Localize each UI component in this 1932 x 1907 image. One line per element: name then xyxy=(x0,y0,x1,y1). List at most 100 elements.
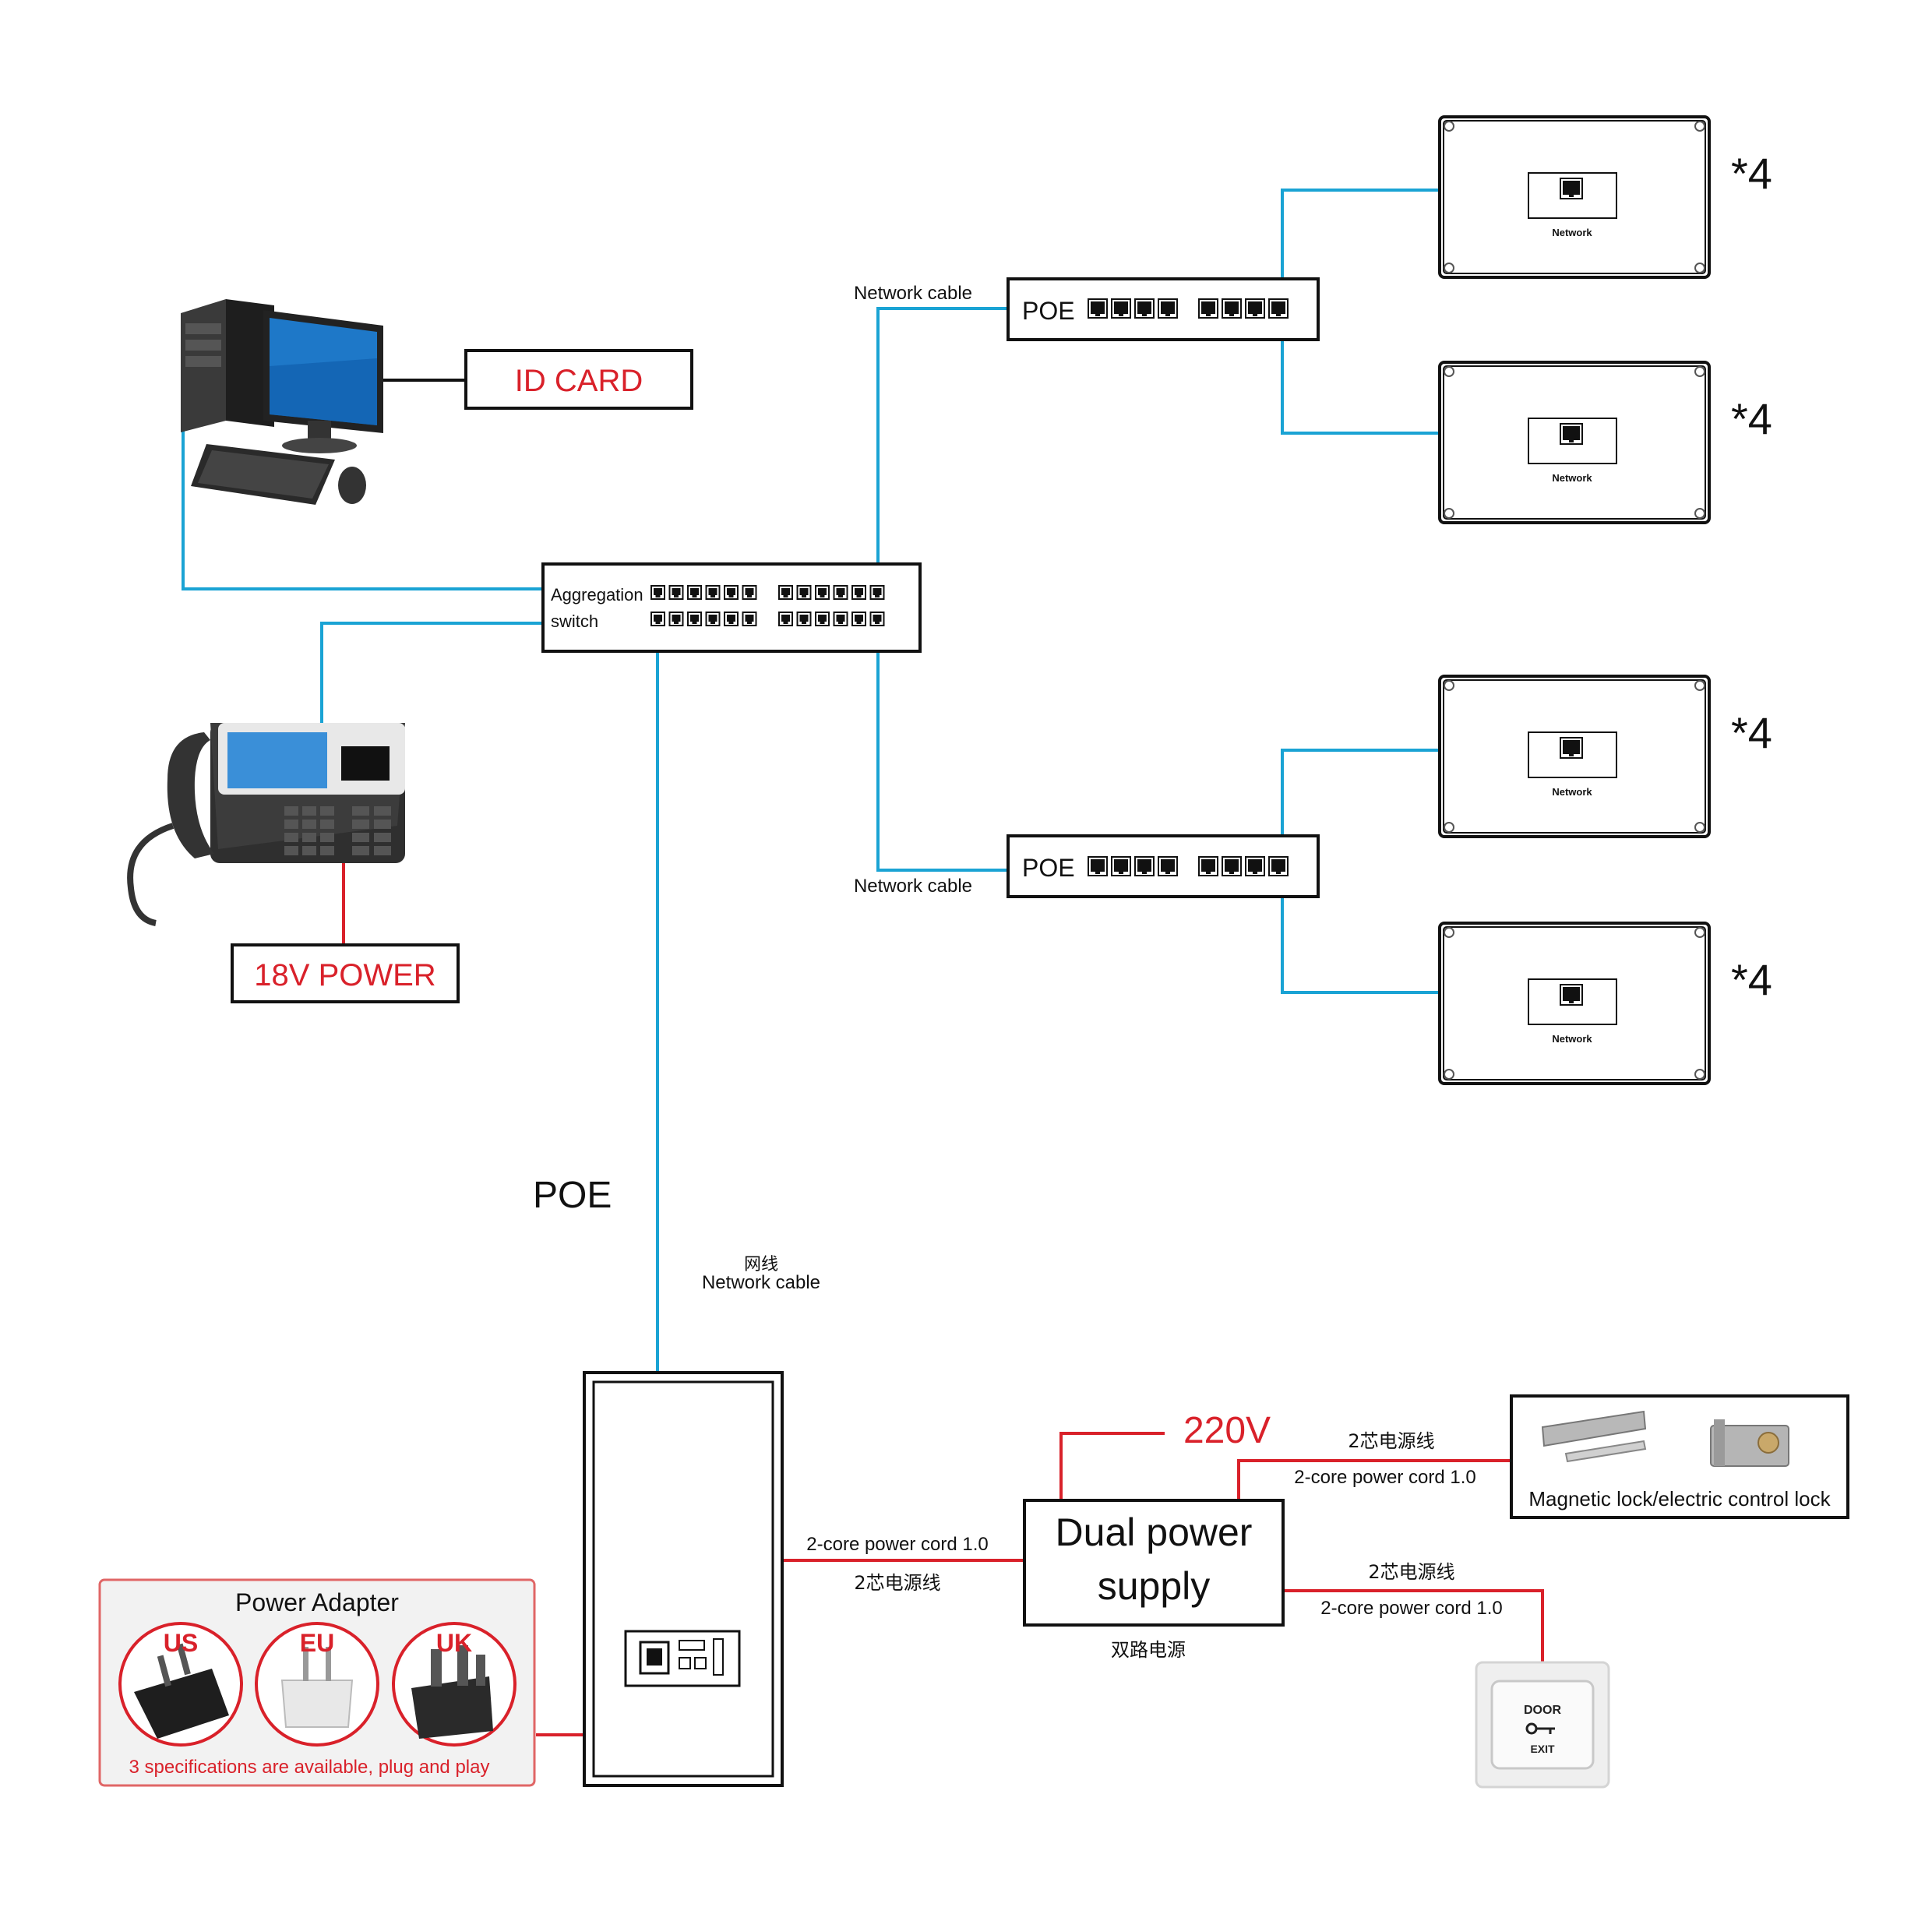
screw-icon xyxy=(1444,121,1454,132)
lock-cord-cn: 2芯电源线 xyxy=(1348,1430,1434,1452)
cord-to-supply-cn: 2芯电源线 xyxy=(854,1572,940,1594)
poe-bottom-cable-label: Network cable xyxy=(854,876,972,897)
screw-icon xyxy=(1444,366,1454,377)
ethernet-port-icon xyxy=(668,585,684,600)
plug-uk-icon: UK xyxy=(392,1622,516,1747)
desk-phone-icon xyxy=(127,723,405,926)
ethernet-port-icon xyxy=(1088,298,1108,319)
ethernet-port-icon xyxy=(869,585,885,600)
ethernet-port-icon xyxy=(1560,178,1583,199)
ethernet-port-icon xyxy=(1560,984,1583,1006)
exit-cord-en: 2-core power cord 1.0 xyxy=(1320,1598,1502,1619)
ethernet-port-icon xyxy=(1088,856,1108,876)
cable-220v-in xyxy=(1059,1432,1165,1499)
ethernet-port-icon xyxy=(1111,856,1131,876)
cable-pc-switch xyxy=(182,421,545,590)
screw-icon xyxy=(1694,1069,1705,1080)
plug-type-label: EU xyxy=(300,1629,334,1657)
id-card-box xyxy=(464,349,693,410)
cable-supply-exit xyxy=(1284,1589,1544,1662)
ethernet-port-icon xyxy=(1245,298,1265,319)
ethernet-port-icon xyxy=(815,585,830,600)
phone-power-label: 18V POWER xyxy=(254,958,435,992)
ethernet-port-icon xyxy=(1198,298,1218,319)
ethernet-port-icon xyxy=(705,612,721,626)
screw-icon xyxy=(1444,927,1454,938)
aggregation-switch: Aggregation switch xyxy=(541,562,922,653)
monitor-quantity-label: *4 xyxy=(1731,955,1772,1004)
ethernet-port-icon xyxy=(1111,298,1131,319)
network-cables xyxy=(182,189,1566,1644)
monitor-network-label: Network xyxy=(1552,227,1592,238)
agg-switch-label-2: switch xyxy=(551,612,598,631)
screw-icon xyxy=(1444,508,1454,519)
ethernet-port-icon xyxy=(724,585,739,600)
poe-switch-bottom-label: POE xyxy=(1022,854,1075,882)
plug-type-label: UK xyxy=(436,1629,472,1657)
lock-box: Magnetic lock/electric control lock xyxy=(1510,1394,1849,1519)
input-voltage-label: 220V xyxy=(1183,1410,1271,1451)
screw-icon xyxy=(1694,822,1705,833)
poe-switch-top: POE xyxy=(1007,277,1320,341)
ethernet-port-icon xyxy=(778,585,793,600)
indoor-monitor: Network*4 xyxy=(1438,922,1772,1085)
id-card-label: ID CARD xyxy=(515,364,643,398)
screw-icon xyxy=(1444,263,1454,273)
monitor-quantity-label: *4 xyxy=(1731,394,1772,443)
door-cable-label-cn: 网线 xyxy=(744,1255,778,1274)
adapter-note: 3 specifications are available, plug and… xyxy=(129,1757,490,1778)
ethernet-port-icon xyxy=(705,585,721,600)
ethernet-port-icon xyxy=(650,585,665,600)
switch-port-grid xyxy=(650,585,885,626)
indoor-monitor: Network*4 xyxy=(1438,361,1772,524)
screw-icon xyxy=(1694,263,1705,273)
ethernet-port-icon xyxy=(1268,856,1289,876)
ethernet-port-icon xyxy=(833,612,848,626)
ethernet-port-icon xyxy=(687,612,702,626)
poe-bottom-port-row xyxy=(1088,856,1289,876)
poe-switch-top-label: POE xyxy=(1022,297,1075,325)
indoor-monitor: Network*4 xyxy=(1438,675,1772,838)
ethernet-port-icon xyxy=(796,612,812,626)
cable-supply-lock xyxy=(1237,1459,1511,1499)
ethernet-port-icon xyxy=(851,585,866,600)
monitor-quantity-label: *4 xyxy=(1731,149,1772,198)
power-supply-label-1: Dual power xyxy=(1056,1510,1253,1554)
ethernet-port-icon xyxy=(1158,856,1178,876)
plug-type-label: US xyxy=(164,1629,198,1657)
ethernet-port-icon xyxy=(815,612,830,626)
ethernet-port-icon xyxy=(1560,423,1583,445)
electric-lock-icon xyxy=(1710,1419,1789,1467)
ethernet-port-icon xyxy=(778,612,793,626)
ethernet-port-icon xyxy=(742,612,757,626)
ethernet-port-icon xyxy=(851,612,866,626)
exit-button-bottom-text: EXIT xyxy=(1530,1743,1555,1755)
desktop-computer-icon xyxy=(181,299,383,505)
magnetic-lock-icon xyxy=(1541,1410,1647,1463)
ethernet-port-icon xyxy=(1268,298,1289,319)
ethernet-port-icon xyxy=(833,585,848,600)
plug-us-icon: US xyxy=(118,1622,243,1747)
dual-power-supply: Dual power supply xyxy=(1023,1499,1285,1627)
door-cable-label-en: Network cable xyxy=(702,1272,820,1293)
screw-icon xyxy=(1694,121,1705,132)
ethernet-port-icon xyxy=(869,612,885,626)
screw-icon xyxy=(1694,366,1705,377)
poe-top-port-row xyxy=(1088,298,1289,319)
ethernet-port-icon xyxy=(1222,298,1242,319)
cable-switch-poe-top xyxy=(876,307,1008,592)
monitor-quantity-label: *4 xyxy=(1731,708,1772,757)
screw-icon xyxy=(1444,1069,1454,1080)
poe-big-label: POE xyxy=(533,1175,612,1216)
ethernet-port-icon xyxy=(1158,298,1178,319)
cable-switch-poe-bottom xyxy=(876,619,1008,872)
power-supply-label-2: supply xyxy=(1098,1564,1211,1608)
lock-cord-en: 2-core power cord 1.0 xyxy=(1294,1467,1475,1488)
agg-switch-label-1: Aggregation xyxy=(551,585,643,605)
ethernet-port-icon xyxy=(687,585,702,600)
key-icon xyxy=(1525,1722,1555,1735)
phone-power-box xyxy=(231,943,460,1003)
